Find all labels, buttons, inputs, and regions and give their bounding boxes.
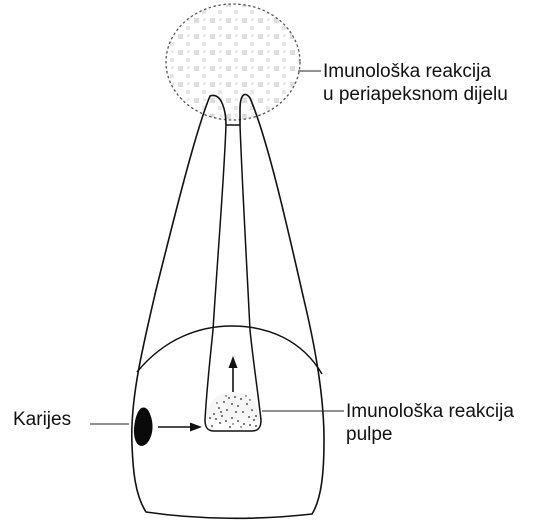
caries-label-text: Karijes bbox=[13, 408, 71, 431]
caries-lesion bbox=[134, 407, 153, 445]
caries-label: Karijes bbox=[13, 408, 71, 431]
pulp-reaction-label: Imunološka reakcija pulpe bbox=[346, 400, 514, 446]
caries-to-pulp-arrow bbox=[158, 423, 202, 432]
pulp-reaction-area bbox=[206, 392, 259, 420]
pulp-reaction-label-line2: pulpe bbox=[346, 423, 514, 446]
pulp-reaction-label-line1: Imunološka reakcija bbox=[346, 400, 514, 423]
tooth-outline bbox=[132, 94, 324, 518]
periapical-reaction-label-line1: Imunološka reakcija bbox=[323, 60, 508, 83]
periapical-reaction-area bbox=[166, 4, 300, 120]
upward-arrow bbox=[229, 356, 238, 392]
periapical-reaction-label-line2: u periapeksnom dijelu bbox=[323, 83, 508, 106]
periapical-reaction-label: Imunološka reakcija u periapeksnom dijel… bbox=[323, 60, 508, 106]
